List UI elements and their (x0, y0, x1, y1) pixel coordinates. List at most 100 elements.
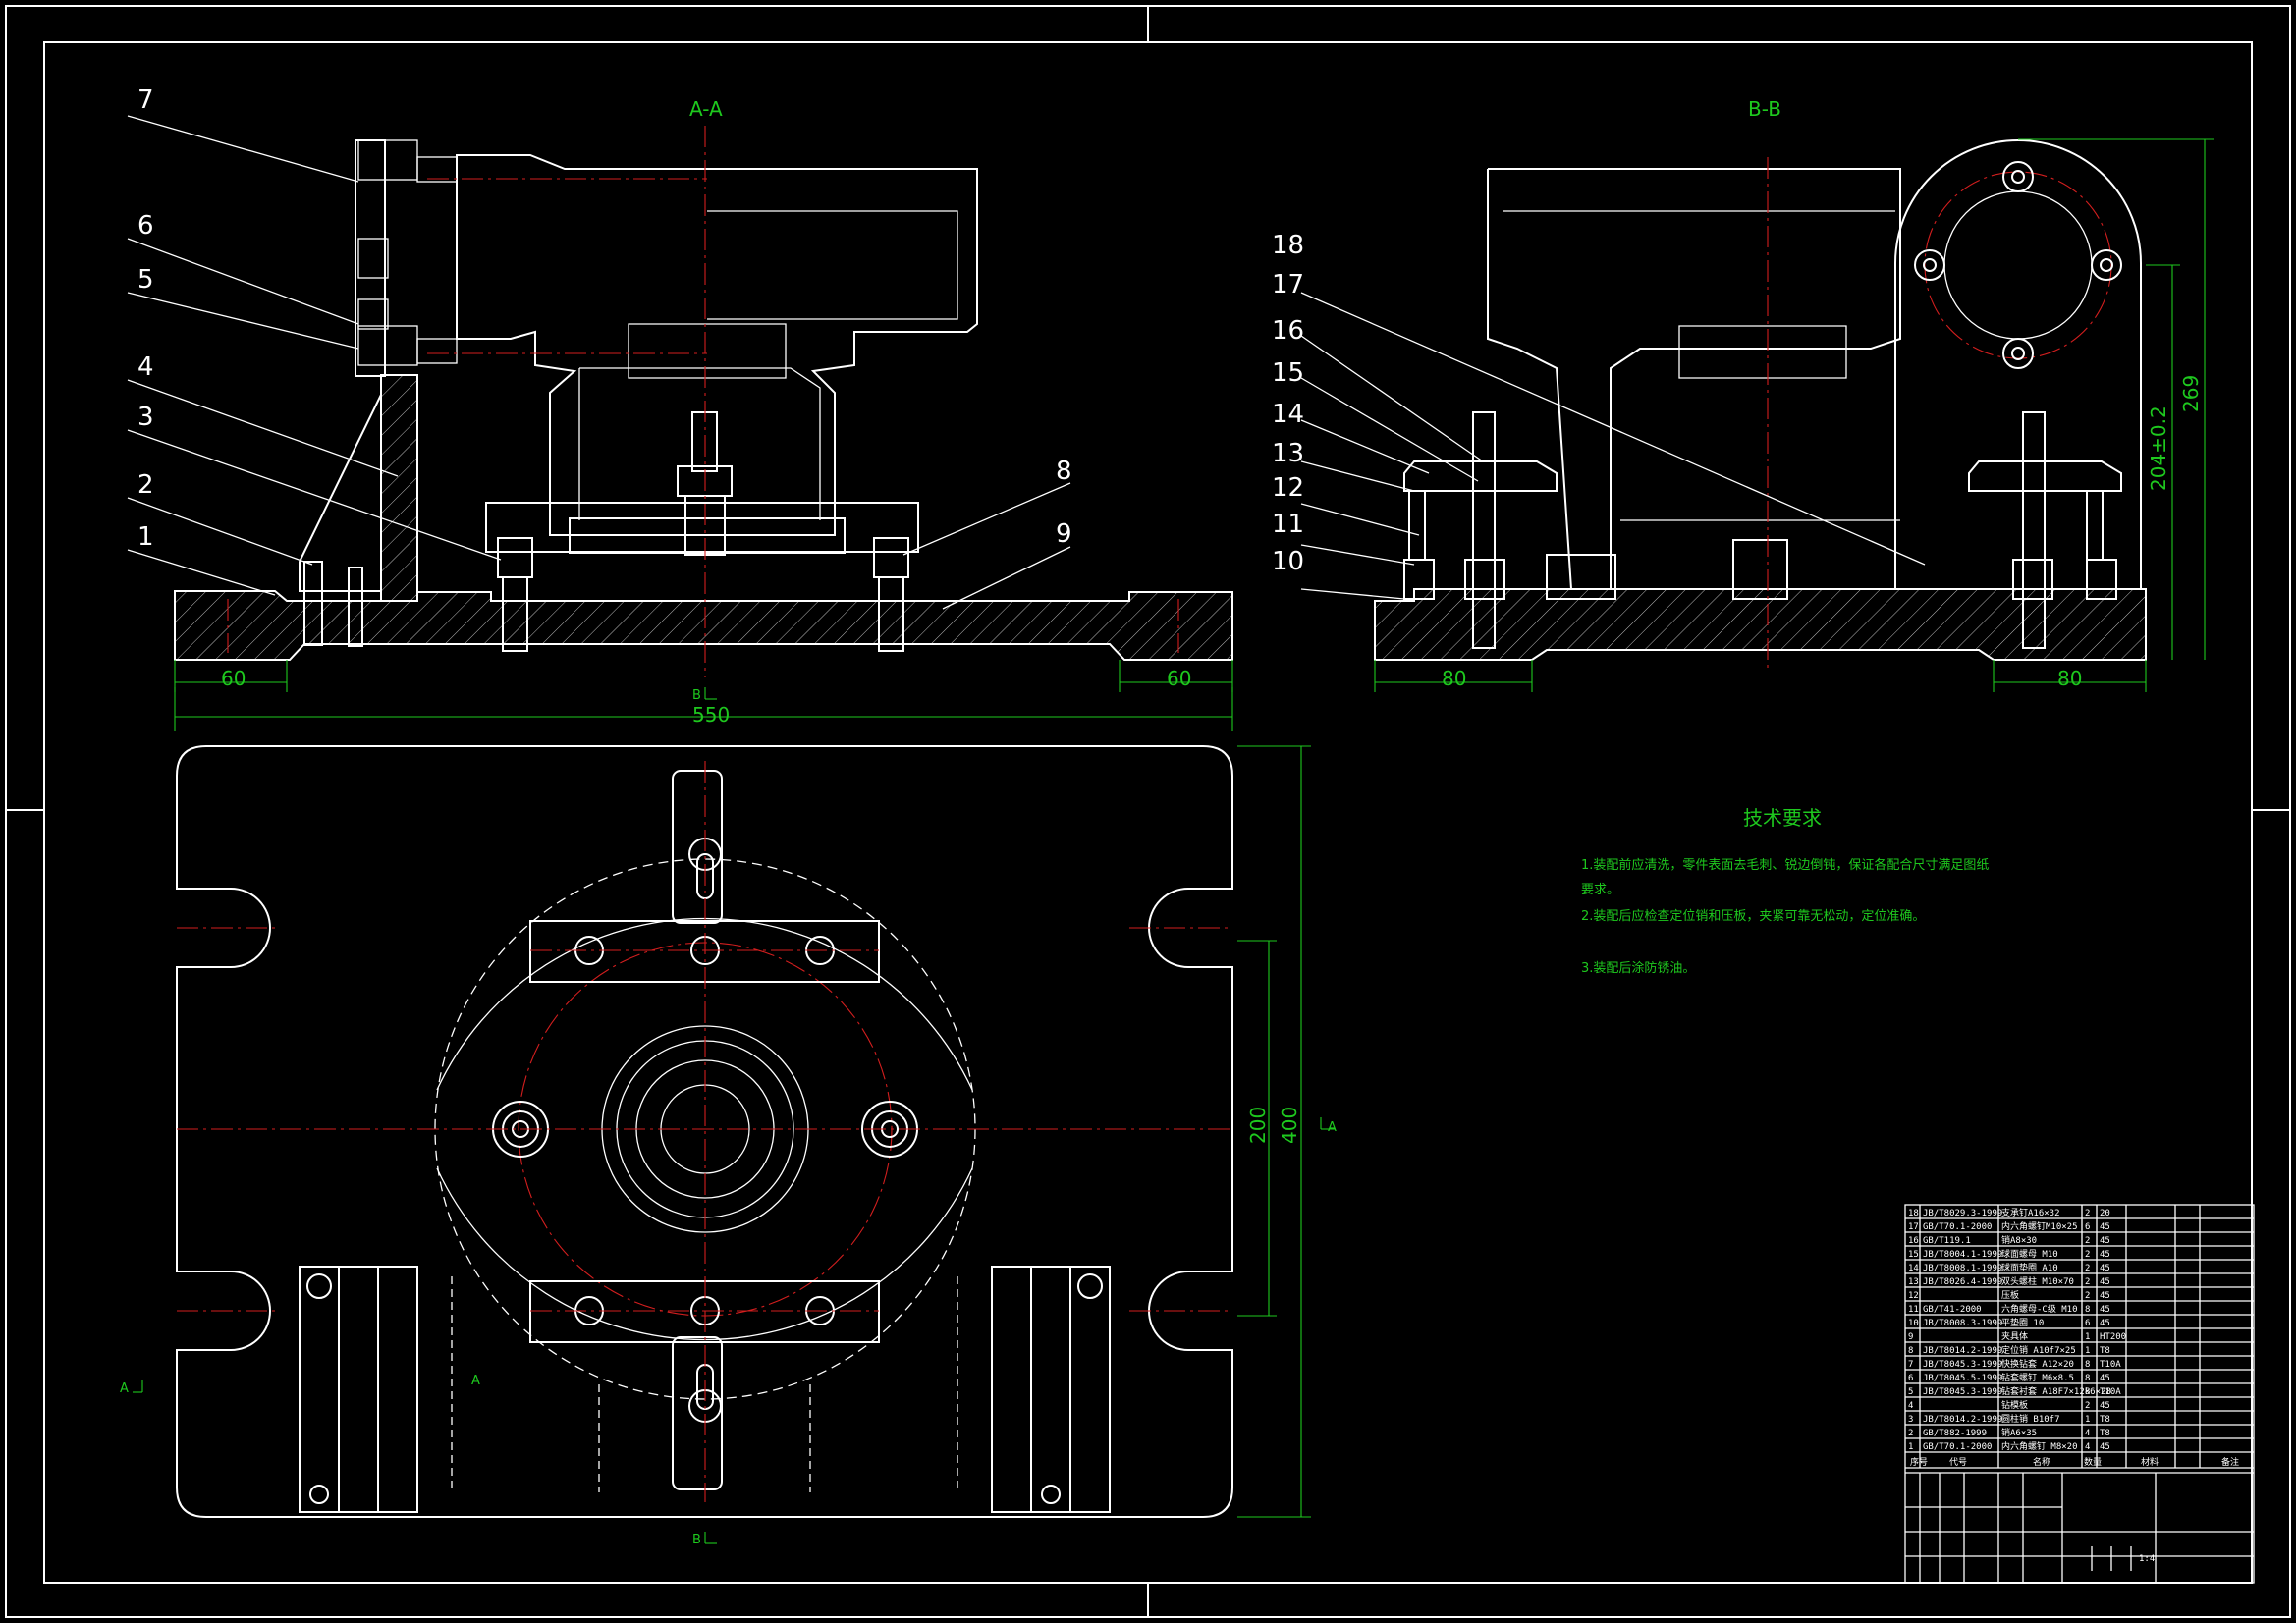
bom-cell: T8 (2100, 1415, 2110, 1425)
bom-cell: 平垫圈 10 (2001, 1317, 2044, 1328)
bom-cell: 8 (1908, 1346, 1913, 1356)
bom-cell: 7 (1908, 1360, 1913, 1370)
dim-a-right: 60 (1167, 667, 1191, 690)
section-a-title: A-A (689, 97, 723, 121)
bom-cell: 2 (1908, 1429, 1913, 1438)
bom-cell: 8 (2085, 1305, 2090, 1315)
dims-a (174, 660, 1233, 731)
bom-cell: JB/T8045.3-1999 (1923, 1387, 2002, 1397)
bom-cell: GB/T119.1 (1923, 1236, 1971, 1246)
bom-h-0: 序号 (1910, 1456, 1928, 1468)
bom-cell: 6 (2085, 1319, 2090, 1328)
bom-cell: 双头螺柱 M10×70 (2001, 1275, 2074, 1287)
support-blocks-b (1546, 554, 1616, 600)
dim-269: 269 (2179, 375, 2203, 412)
inner-frame (43, 41, 2253, 1584)
bom-cell: 3 (1908, 1415, 1913, 1425)
bom-cell: 8 (2085, 1387, 2090, 1397)
bom-cell: 13 (1908, 1277, 1919, 1287)
bom-cell: 10 (1908, 1319, 1919, 1328)
bom-cell: 45 (2100, 1401, 2110, 1411)
bracket-b (1894, 139, 2142, 590)
bom-cell: 内六角螺钉M10×25 (2001, 1220, 2078, 1232)
bom-cell: 内六角螺钉 M8×20 (2001, 1440, 2078, 1452)
bom-cell: 六角螺母-C级 M10 (2001, 1303, 2078, 1315)
bom-cell: 45 (2100, 1305, 2110, 1315)
bom-cell: JB/T8008.3-1999 (1923, 1319, 2002, 1328)
balloon-15: 15 (1272, 358, 1304, 388)
bom-cell: 18 (1908, 1209, 1919, 1218)
bom-h-1: 代号 (1949, 1457, 1967, 1468)
bom-cell: 45 (2100, 1236, 2110, 1246)
bom-cell: JB/T8014.2-1999 (1923, 1346, 2002, 1356)
bom-cell: T10A (2100, 1387, 2121, 1397)
bom-cell: 压板 (2001, 1289, 2019, 1301)
bom-cell: 球面螺母 M10 (2001, 1248, 2058, 1260)
bom-cell: 1 (2085, 1415, 2090, 1425)
bom-cell: 1 (2085, 1332, 2090, 1342)
mark-a-left: A (120, 1381, 129, 1396)
bom-cell: 45 (2100, 1222, 2110, 1232)
bom-cell: 支承钉A16×32 (2001, 1207, 2060, 1218)
bom-cell: 夹具体 (2001, 1330, 2028, 1342)
bom-cell: 2 (2085, 1236, 2090, 1246)
bom-cell: 钻套衬套 A18F7×12k6×28 (2001, 1385, 2111, 1397)
bom-cell: 4 (1908, 1401, 1913, 1411)
bom-cell: 45 (2100, 1374, 2110, 1383)
base-plate-a (174, 590, 1233, 661)
bom-cell: T10A (2100, 1360, 2121, 1370)
tech-item-2: 2.装配后应检查定位销和压板，夹紧可靠无松动，定位准确。 (1581, 908, 1925, 924)
balloon-5: 5 (137, 265, 154, 295)
bom-cell: 45 (2100, 1291, 2110, 1301)
leaders-a (127, 115, 1071, 610)
workpiece-a (456, 154, 978, 536)
plan-outline (176, 745, 1233, 1518)
clamp-right-b (1968, 411, 2122, 649)
bom-cell: 圆柱销 B10f7 (2001, 1413, 2060, 1425)
dim-204: 204±0.2 (2147, 406, 2170, 491)
rib (299, 394, 382, 592)
dim-plan-200: 200 (1246, 1107, 1270, 1144)
bom-cell: 45 (2100, 1250, 2110, 1260)
balloon-12: 12 (1272, 473, 1304, 503)
support-blocks-b2 (1732, 539, 1788, 600)
drill-plate (355, 139, 386, 377)
bom-cell: 9 (1908, 1332, 1913, 1342)
bom-cell: 2 (2085, 1264, 2090, 1273)
tech-title: 技术要求 (1743, 806, 1822, 830)
plan-view: 200 400 B B A A A (120, 687, 1337, 1547)
bom-cell: 销A8×30 (2001, 1234, 2037, 1246)
bom-cell: GB/T70.1-2000 (1923, 1442, 1992, 1452)
clamp-left-b (1403, 411, 1558, 649)
workpiece-b (1487, 168, 1901, 590)
bom-cell: GB/T41-2000 (1923, 1305, 1982, 1315)
bom-cell: JB/T8004.1-1999 (1923, 1250, 2002, 1260)
bom-cell: JB/T8029.3-1999 (1923, 1209, 2002, 1218)
tech-item-3: 3.装配后涂防锈油。 (1581, 960, 1695, 976)
bom-cell: JB/T8014.2-1999 (1923, 1415, 2002, 1425)
dim-b-left: 80 (1442, 667, 1466, 690)
bom-cell: 钻模板 (2001, 1399, 2028, 1411)
balloon-14: 14 (1272, 400, 1304, 429)
balloon-1: 1 (137, 522, 154, 552)
bom-cell: 6 (1908, 1374, 1913, 1383)
dim-plan-400: 400 (1278, 1107, 1301, 1144)
leaders-b (1300, 292, 1926, 600)
mark-b-top: B (692, 688, 701, 703)
bom-cell: 2 (2085, 1291, 2090, 1301)
bom-cell: 45 (2100, 1264, 2110, 1273)
bom-cell: HT200 (2100, 1332, 2126, 1342)
bom-cell: 14 (1908, 1264, 1919, 1273)
bom-cell: 销A6×35 (2001, 1427, 2037, 1438)
bracket-bolts (1914, 161, 2122, 369)
bom-cell: 球面垫圈 A10 (2001, 1262, 2058, 1273)
balloon-11: 11 (1272, 510, 1304, 539)
title-block-scale: 1:4 (2139, 1554, 2155, 1564)
balloon-10: 10 (1272, 547, 1304, 576)
balloon-17: 17 (1272, 270, 1304, 299)
bom-cell: 5 (1908, 1387, 1913, 1397)
bom-cell: 16 (1908, 1236, 1919, 1246)
bom-cell: 17 (1908, 1222, 1919, 1232)
bom-cell: 2 (2085, 1250, 2090, 1260)
